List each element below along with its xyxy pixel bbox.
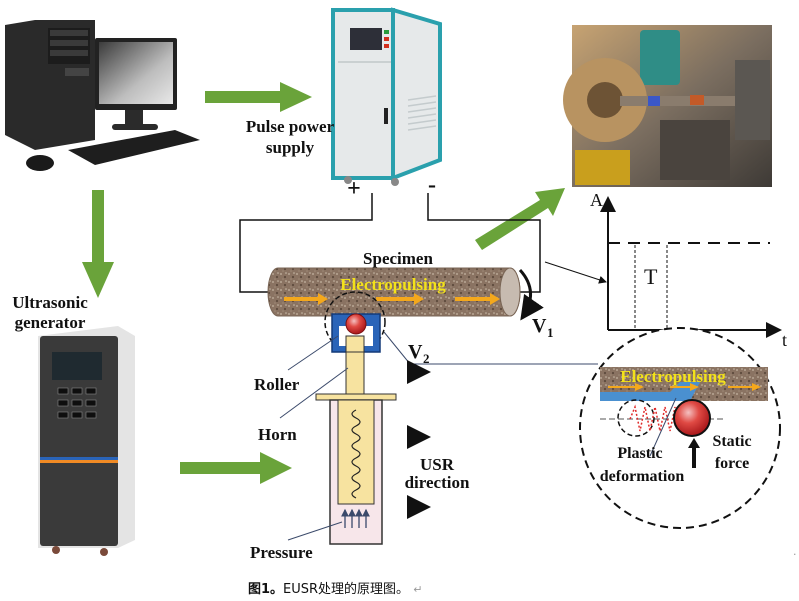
static-force-label-2: force: [715, 455, 749, 472]
plastic-deformation-label: Plastic: [617, 445, 662, 462]
rotation-arrow-icon: [518, 268, 544, 321]
feed-v2-sub: 2: [423, 351, 430, 366]
minus-terminal-label: -: [428, 172, 436, 198]
ultrasonic-generator-label-2: generator: [15, 313, 86, 332]
pulse-power-label-2: supply: [266, 138, 315, 157]
computer-icon: [5, 20, 200, 171]
deformation-leader-line: [649, 397, 677, 457]
contact-zone-outline: [324, 291, 386, 353]
current-arrows: [284, 293, 500, 305]
spring-icon: [351, 409, 361, 499]
plastic-deformation-label-2: deformation: [600, 468, 685, 485]
roller-ball-icon: [345, 313, 367, 335]
contact-detail-magnifier: [579, 327, 781, 529]
horn-label: Horn: [258, 425, 297, 444]
static-force-arrow-icon: [688, 438, 700, 468]
detail-current-arrows: [608, 383, 761, 391]
flow-arrows: [82, 82, 565, 484]
ultrasonic-tool: [315, 291, 397, 545]
pressure-label: Pressure: [250, 543, 313, 562]
pulse-power-label: Pulse power: [246, 117, 335, 136]
waveform-period-label: T: [644, 264, 658, 289]
detail-roller-icon: [673, 399, 711, 437]
pulse-power-supply-icon: [331, 7, 442, 186]
figure-caption: 图1。EUSR处理的原理图。 ↵: [248, 578, 422, 597]
deformed-layer: [600, 382, 700, 401]
ultrasonic-generator-icon: [38, 326, 135, 556]
waveform-y-axis-label: A: [590, 190, 603, 210]
rotation-v1-sub: 1: [547, 325, 554, 340]
electropulsing-label: Electropulsing: [340, 275, 446, 294]
paragraph-mark-right: ·: [793, 548, 797, 561]
lathe-photo: [563, 25, 772, 187]
feed-direction-arrows: [407, 360, 431, 519]
specimen-label: Specimen: [363, 249, 433, 268]
plus-terminal-label: +: [347, 176, 361, 202]
pulse-waveform-plot: [600, 196, 782, 338]
roller-label: Roller: [254, 375, 300, 394]
waveform-x-axis-label: t: [782, 330, 787, 350]
usr-direction-label: USR: [420, 455, 455, 474]
feed-v2-label: V: [408, 341, 423, 363]
arrow-generator-to-tool: [180, 452, 292, 484]
arrow-computer-to-generator: [82, 190, 114, 298]
arrow-tool-to-photo: [475, 188, 565, 250]
rotation-v1-label: V: [532, 315, 547, 337]
detail-electropulsing-label: Electropulsing: [620, 367, 726, 386]
paragraph-mark: ↵: [413, 583, 423, 596]
caption-text: EUSR处理的原理图。: [283, 582, 410, 597]
caption-label: 图1。: [248, 582, 284, 597]
arrow-computer-to-power: [205, 82, 312, 112]
usr-direction-label-2: direction: [405, 473, 470, 492]
static-force-label: Static: [712, 433, 751, 450]
ultrasonic-generator-label: Ultrasonic: [12, 293, 88, 312]
